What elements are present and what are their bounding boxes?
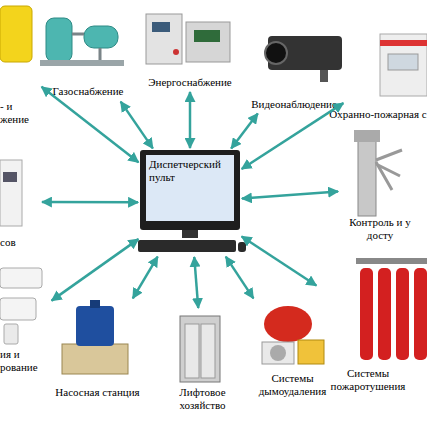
- system-node: Газоснабжение: [42, 8, 134, 100]
- system-node: Видеонаблюдение: [250, 20, 338, 112]
- camera-art: [265, 36, 342, 82]
- system-node: Системы дымоудаления: [250, 300, 335, 415]
- pump-top: [90, 300, 100, 308]
- system-label: Газоснабжение: [38, 85, 138, 98]
- ac-unit: [0, 298, 36, 320]
- link-arrow: [194, 257, 198, 308]
- meter-art: [0, 160, 22, 226]
- link-arrow: [189, 92, 192, 148]
- alarm-panel: [380, 34, 427, 96]
- system-label: Контроль и у досту: [340, 216, 420, 242]
- power-panel: [194, 30, 220, 42]
- monitor-screen: [146, 155, 234, 221]
- extinguish-art: [356, 258, 427, 360]
- turnstile-post: [358, 140, 376, 216]
- meter-display: [3, 172, 17, 182]
- turnstile-art: [354, 130, 402, 216]
- meter-box: [0, 160, 22, 226]
- lift-cabin: [180, 316, 220, 382]
- keyboard: [138, 240, 236, 252]
- system-label: Насосная станция: [55, 386, 140, 399]
- smoke-fan: [262, 342, 294, 364]
- smoke-damper: [298, 340, 324, 364]
- system-node: Охранно-пожарная с: [345, 28, 427, 123]
- cylinder: [396, 268, 409, 360]
- cylinder: [414, 268, 427, 360]
- smoke-art: [262, 306, 324, 364]
- monitor-frame: [140, 150, 240, 230]
- system-label: сов: [0, 236, 40, 249]
- camera-mount: [320, 70, 328, 82]
- lift-art: [180, 316, 220, 382]
- console-node: Диспетчерский пульт: [140, 150, 240, 255]
- gas-pipe: [72, 34, 100, 60]
- screen-label: Диспетчерский пульт: [149, 158, 233, 184]
- system-label: ия и рование: [0, 348, 50, 374]
- alarm-stripe: [380, 40, 427, 46]
- tank-art: [0, 6, 32, 62]
- system-node: ия и рование: [0, 262, 50, 377]
- link-arrow: [52, 239, 139, 301]
- link-arrow: [242, 103, 344, 169]
- lift-door: [185, 324, 199, 378]
- system-label: Лифтовое хозяйство: [165, 386, 240, 412]
- system-node: сов: [0, 152, 40, 252]
- cylinder-rack: [356, 258, 427, 264]
- energy-art: [146, 14, 230, 64]
- power-cabinet: [146, 14, 182, 64]
- smoke-tank: [264, 306, 312, 342]
- mouse: [238, 242, 246, 252]
- gas-vessel: [46, 18, 72, 62]
- system-label: Системы пожаротушения: [318, 367, 418, 393]
- smoke-fan-rotor: [270, 345, 286, 361]
- pump-art: [62, 300, 128, 374]
- gas-vessel: [84, 26, 118, 48]
- power-led: [173, 49, 179, 55]
- alarm-art: [380, 34, 427, 96]
- link-arrow: [242, 191, 338, 198]
- power-cabinet: [186, 22, 230, 62]
- link-arrow: [242, 236, 317, 285]
- system-label: Охранно-пожарная с: [329, 108, 427, 121]
- pump-base: [62, 344, 128, 374]
- link-arrow: [121, 102, 153, 149]
- link-arrow: [133, 257, 158, 299]
- system-label: Системы дымоудаления: [250, 372, 335, 398]
- system-node: Насосная станция: [55, 300, 140, 415]
- monitor-art: [138, 150, 246, 252]
- power-panel: [152, 22, 170, 32]
- system-label: Энергоснабжение: [140, 76, 240, 89]
- turnstile-top: [354, 130, 380, 142]
- system-node: Контроль и у досту: [340, 128, 427, 248]
- lift-door: [201, 324, 215, 378]
- system-node: Лифтовое хозяйство: [165, 310, 240, 415]
- gas-base: [40, 60, 124, 66]
- link-arrow: [42, 201, 138, 204]
- ac-remote: [4, 324, 18, 344]
- link-arrow: [42, 87, 139, 162]
- cylinder: [378, 268, 391, 360]
- system-node: Энергоснабжение: [140, 8, 240, 90]
- camera-lens: [265, 42, 287, 64]
- cylinder: [360, 268, 373, 360]
- link-arrow: [226, 257, 254, 299]
- system-label: - и жение: [0, 100, 40, 126]
- monitor-stand: [182, 230, 198, 238]
- yellow-tank: [0, 6, 32, 62]
- system-node: Системы пожаротушения: [318, 255, 427, 390]
- system-node: - и жение: [0, 0, 40, 140]
- ac-unit: [0, 268, 42, 288]
- link-arrow: [231, 114, 258, 149]
- pump-motor: [76, 306, 114, 346]
- gas-art: [40, 18, 124, 66]
- turnstile-arms: [376, 150, 402, 190]
- ac-art: [0, 268, 42, 344]
- alarm-display: [388, 54, 418, 70]
